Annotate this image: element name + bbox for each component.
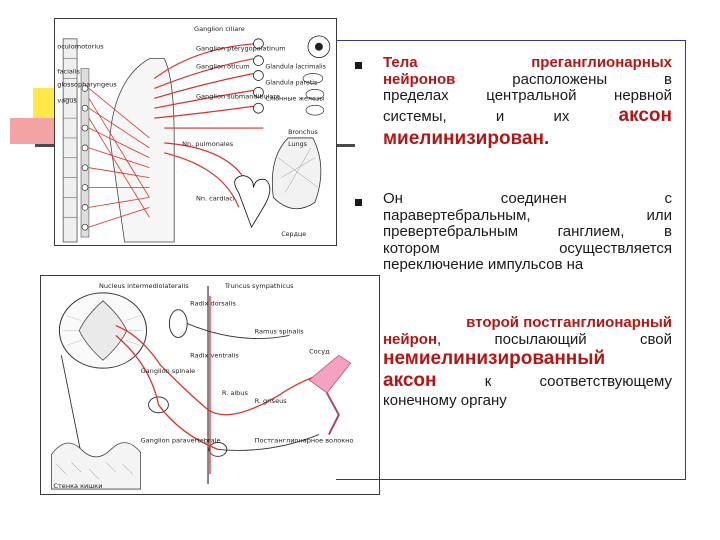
para-3-line-2: нейрон, посылающий свой <box>383 330 672 349</box>
label-nn-pulmonales: Nn. pulmonales <box>182 140 234 148</box>
bullet-1-line-2-rest: расположены в <box>455 70 672 88</box>
label-glandula-lacrimalis: Glandula lacrimalis <box>265 64 326 71</box>
label-bronchus: Bronchus <box>288 129 317 136</box>
label-salivary-glands: Слюнные железы <box>265 95 324 102</box>
bullet-1-line-4: системы, и их аксон <box>383 105 672 128</box>
paragraph-3-text: второй постганглионарный нейрон, посылаю… <box>383 314 672 410</box>
para-3-term-axon: аксон <box>383 370 437 391</box>
para-3-line-4: аксон к соответствующему <box>383 370 672 393</box>
para-3-line-4-rest: к соответствующему <box>436 373 672 390</box>
label-postganglionic-fiber: Постганглионарное волокно <box>255 436 354 444</box>
bullet-2-line-3: превертебральным ганглием, в <box>383 223 672 240</box>
bullet-2-marker <box>355 199 362 206</box>
label-vessel: Сосуд <box>309 347 330 355</box>
label-ramus-spinalis: Ramus spinalis <box>255 327 305 335</box>
bullet-1-term-axon: аксон <box>618 104 672 126</box>
label-lungs: Lungs <box>288 141 307 148</box>
bullet-2-text: Он соединен с паравертебральным, или пре… <box>383 190 672 274</box>
bullet-1-line-1: Тела преганглионарных <box>383 54 672 71</box>
label-nn-cardiaci: Nn. cardiaci <box>196 194 235 202</box>
label-truncus-sympathicus: Truncus sympathicus <box>224 282 294 290</box>
label-ganglion-paravertebrale: Ganglion paravertebrale <box>141 436 221 444</box>
para-3-term-unmyelinated: немиелинизированный <box>383 348 606 369</box>
label-vagus: vagus <box>57 96 77 104</box>
label-nucleus-intermediolateralis: Nucleus intermediolateralis <box>99 282 189 290</box>
label-radix-ventralis: Radix ventralis <box>190 351 239 359</box>
bullet-2-line-4: котором осуществляется <box>383 239 672 257</box>
label-ganglion-pterygopalatinum: Ganglion pterygopalatinum <box>196 45 286 53</box>
bullet-1-text: Тела преганглионарных нейронов расположе… <box>383 54 672 150</box>
bullet-2-line-5: переключение импульсов на <box>383 256 584 273</box>
label-r-griseus: R. griseus <box>255 397 288 405</box>
label-oculomotorius: oculomotorius <box>57 43 104 51</box>
para-3-line-2-rest: , посылающий свой <box>437 330 672 348</box>
bullet-1-term-neurons: нейронов <box>383 70 456 88</box>
bullet-1-line-4-text: системы, и их <box>383 107 619 125</box>
para-3-term-postganglionic: второй постганглионарный <box>466 314 672 331</box>
sympathetic-reflex-diagram: Nucleus intermediolateralis Truncus symp… <box>40 275 380 495</box>
sympathetic-reflex-diagram-svg: Nucleus intermediolateralis Truncus symp… <box>51 282 354 490</box>
bullet-2-line-2: паравертебральным, или <box>383 206 672 224</box>
parasympathetic-diagram-svg: Ganglion ciliare Ganglion pterygopalatin… <box>57 25 331 243</box>
parasympathetic-diagram: Ganglion ciliare Ganglion pterygopalatin… <box>54 18 337 246</box>
bullet-1-line-2: нейронов расположены в <box>383 70 672 89</box>
text-frame <box>336 40 686 480</box>
para-3-line-5: конечному органу <box>383 392 507 409</box>
label-ganglion-ciliare: Ganglion ciliare <box>194 25 245 33</box>
bullet-1-marker <box>355 62 362 69</box>
bullet-1-line-3: пределах центральной нервной <box>383 87 672 104</box>
label-ganglion-submandibulare: Ganglion submandibulare <box>196 92 280 100</box>
bullet-2-line-1: Он соединен с <box>383 190 672 207</box>
label-heart: Сердце <box>281 231 306 238</box>
label-r-albus: R. albus <box>222 389 249 397</box>
label-ganglion-oticum: Ganglion oticum <box>196 63 250 71</box>
label-radix-dorsalis: Radix dorsalis <box>190 300 236 308</box>
label-glossopharyngeus: glossopharyngeus <box>57 80 117 88</box>
label-glandula-parotis: Glandula parotis <box>265 79 317 86</box>
label-facialis: facialis <box>57 68 80 76</box>
bullet-1-term-myelinated: миелинизирован. <box>383 127 550 149</box>
accent-yellow-square <box>33 88 55 118</box>
label-intestine-wall: Стенка кишки <box>53 482 102 490</box>
para-3-term-neuron: нейрон <box>383 330 438 348</box>
label-ganglion-spinale: Ganglion spinale <box>141 367 196 375</box>
